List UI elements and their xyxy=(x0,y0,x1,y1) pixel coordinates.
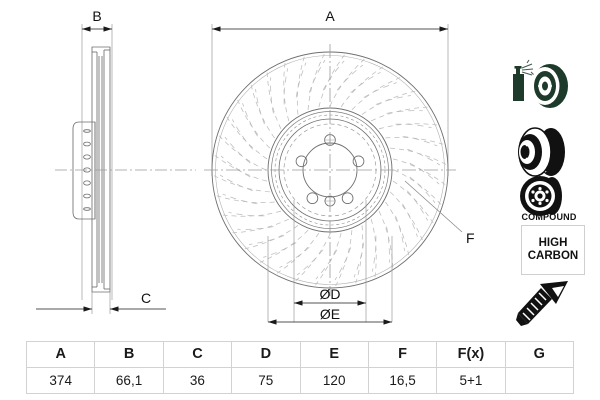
vane-line xyxy=(363,82,397,98)
dimension-label-d: ØD xyxy=(320,286,341,302)
vane-line xyxy=(220,155,251,178)
vane-line xyxy=(406,190,429,221)
vane-line xyxy=(395,215,405,251)
vane-line xyxy=(392,180,434,224)
vane-line xyxy=(307,53,325,110)
table-header-cell: F xyxy=(367,341,438,368)
table-header-row: A B C D E F F(x) G xyxy=(25,341,575,368)
vane-line xyxy=(249,235,285,245)
side-section-view xyxy=(36,24,196,314)
vane-line xyxy=(370,106,428,122)
disc-vane-pattern xyxy=(213,53,447,287)
vane-line xyxy=(232,218,290,234)
vane-line xyxy=(276,232,320,274)
screw-icon xyxy=(516,281,568,326)
table-header-cell: C xyxy=(162,341,233,368)
vane-line xyxy=(244,225,299,250)
vane-line xyxy=(407,148,441,166)
vane-line xyxy=(242,103,258,137)
vane-line xyxy=(222,193,258,205)
vane-line xyxy=(335,230,353,287)
vane-line xyxy=(340,66,384,108)
vane-line xyxy=(392,158,446,185)
vane-line xyxy=(213,175,270,193)
table-header-cell: A xyxy=(25,341,96,368)
vane-line xyxy=(259,229,309,263)
compound-icon-label: COMPOUND xyxy=(521,212,577,222)
vane-line xyxy=(266,72,282,130)
vane-line xyxy=(270,77,274,114)
vane-line xyxy=(402,135,438,147)
table-header-cell: E xyxy=(299,341,369,368)
compound-disc-icon xyxy=(520,176,562,216)
specification-table: A B C D E F F(x) G 374 66,1 36 75 120 16… xyxy=(25,341,575,394)
high-carbon-badge: HIGH CARBON xyxy=(521,225,585,275)
table-value-cell: 120 xyxy=(299,367,369,394)
table-value-cell: 36 xyxy=(162,367,233,394)
vane-line xyxy=(386,110,423,114)
table-header-cell: B xyxy=(94,341,164,368)
vane-line xyxy=(322,60,345,91)
vane-line xyxy=(409,176,436,204)
vane-line xyxy=(378,210,394,268)
vane-line xyxy=(279,246,310,269)
vane-line xyxy=(296,249,324,276)
coated-disc-icon xyxy=(513,59,568,108)
vane-line xyxy=(409,162,440,185)
table-value-cell: 75 xyxy=(231,367,301,394)
table-value-cell: 374 xyxy=(25,367,96,394)
dimension-label-f: F xyxy=(466,230,475,246)
disc-face-view xyxy=(204,24,463,325)
table-value-cell xyxy=(504,367,575,394)
vane-line xyxy=(315,232,342,286)
vane-line xyxy=(237,226,274,230)
vane-line xyxy=(385,201,410,256)
dimension-label-b: B xyxy=(92,8,101,24)
dimension-label-a: A xyxy=(325,8,335,24)
table-value-cell: 16,5 xyxy=(367,367,438,394)
table-row: 374 66,1 36 75 120 16,5 5+1 xyxy=(25,367,575,394)
vented-disc-icon xyxy=(518,127,565,177)
vane-line xyxy=(395,123,432,129)
vane-line xyxy=(231,119,254,150)
vane-line xyxy=(386,226,390,263)
table-header-cell: F(x) xyxy=(436,341,506,368)
vane-line xyxy=(295,62,307,98)
vane-line xyxy=(315,249,338,280)
vane-line xyxy=(353,242,365,278)
vane-line xyxy=(219,174,253,192)
vane-line xyxy=(228,211,265,217)
vane-line xyxy=(390,147,447,165)
vane-line xyxy=(336,64,364,91)
vane-line xyxy=(255,89,265,125)
vane-line xyxy=(350,71,381,94)
high-carbon-line-2: CARBON xyxy=(527,250,579,262)
vane-line xyxy=(308,59,326,93)
vane-line xyxy=(250,84,275,139)
table-header-cell: D xyxy=(231,341,301,368)
vane-line xyxy=(375,95,411,105)
vane-line xyxy=(389,191,423,241)
vane-line xyxy=(214,155,268,182)
table-value-cell: 5+1 xyxy=(436,367,506,394)
table-header-cell: G xyxy=(504,341,575,368)
high-carbon-line-1: HIGH xyxy=(538,236,568,249)
dimension-label-c: C xyxy=(141,290,151,306)
vane-line xyxy=(318,54,345,108)
vane-line xyxy=(334,247,352,281)
vane-line xyxy=(361,90,416,115)
vane-line xyxy=(283,68,289,105)
vane-line xyxy=(402,203,418,237)
vane-line xyxy=(237,99,271,149)
table-value-cell: 66,1 xyxy=(94,367,164,394)
vane-line xyxy=(371,235,377,272)
dimension-label-e: ØE xyxy=(320,306,340,322)
vane-line xyxy=(224,136,251,164)
leader-line-f xyxy=(404,180,463,233)
vane-line xyxy=(351,77,401,111)
vane-line xyxy=(226,116,268,160)
